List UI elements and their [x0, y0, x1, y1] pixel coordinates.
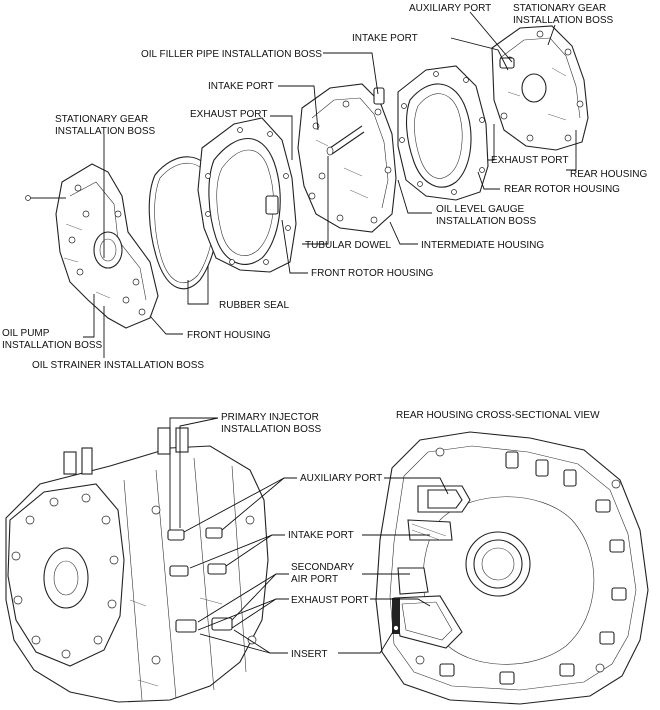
label-oil-pump-boss: INSTALLATION BOSS — [2, 340, 103, 351]
label-exhaust-port-rear: EXHAUST PORT — [491, 155, 568, 166]
label-front-rotor-housing: FRONT ROTOR HOUSING — [311, 268, 434, 279]
label-front-housing: FRONT HOUSING — [187, 330, 271, 341]
label-secondary-air-port-2: AIR PORT — [291, 574, 338, 585]
label-auxiliary-port: AUXILIARY PORT — [409, 3, 491, 14]
label-stationary-gear-front: STATIONARY GEAR — [55, 114, 148, 125]
front-rotor-housing-drawing — [197, 117, 297, 273]
label-oil-strainer: OIL STRAINER INSTALLATION BOSS — [32, 360, 204, 371]
assembled-leader-lines — [169, 417, 297, 654]
label-intake-port: INTAKE PORT — [208, 81, 274, 92]
label-intake-port-rear: INTAKE PORT — [352, 33, 418, 44]
label-oil-level-gauge-boss: INSTALLATION BOSS — [436, 216, 537, 227]
label-assembled-auxiliary-port: AUXILIARY PORT — [300, 473, 382, 484]
label-rear-housing: REAR HOUSING — [570, 169, 647, 180]
cross-section-title: REAR HOUSING CROSS-SECTIONAL VIEW — [396, 410, 600, 421]
label-stationary-gear-rear: STATIONARY GEAR — [513, 3, 606, 14]
cross-section-view: REAR HOUSING CROSS-SECTIONAL VIEW — [338, 410, 649, 705]
rear-rotor-housing-drawing — [397, 65, 489, 201]
label-insert: INSERT — [291, 649, 328, 660]
cross-section-leader-lines — [338, 477, 449, 654]
label-assembled-exhaust-port: EXHAUST PORT — [291, 595, 368, 606]
label-stationary-gear-rear-boss: INSTALLATION BOSS — [513, 15, 614, 26]
front-housing-drawing — [25, 163, 159, 329]
rear-housing-drawing — [491, 25, 589, 151]
label-stationary-gear-front-boss: INSTALLATION BOSS — [55, 126, 156, 137]
label-primary-injector-boss: INSTALLATION BOSS — [221, 424, 322, 435]
assembled-view: PRIMARY INJECTOR INSTALLATION BOSS AUXIL… — [5, 412, 382, 703]
label-oil-level-gauge: OIL LEVEL GAUGE — [436, 204, 525, 215]
intermediate-housing-drawing — [297, 83, 397, 233]
label-tubular-dowel: TUBULAR DOWEL — [305, 240, 392, 251]
exploded-view: AUXILIARY PORT STATIONARY GEAR INSTALLAT… — [2, 3, 647, 371]
label-intermediate-housing: INTERMEDIATE HOUSING — [421, 240, 544, 251]
exploded-leader-lines — [83, 11, 577, 358]
label-rubber-seal: RUBBER SEAL — [219, 300, 289, 311]
label-primary-injector: PRIMARY INJECTOR — [221, 412, 319, 423]
label-secondary-air-port: SECONDARY — [291, 562, 354, 573]
label-oil-pump: OIL PUMP — [2, 328, 50, 339]
label-assembled-intake-port: INTAKE PORT — [288, 530, 354, 541]
label-rear-rotor-housing: REAR ROTOR HOUSING — [504, 184, 620, 195]
label-oil-filler-pipe: OIL FILLER PIPE INSTALLATION BOSS — [141, 49, 322, 60]
label-exhaust-port-front: EXHAUST PORT — [190, 109, 267, 120]
